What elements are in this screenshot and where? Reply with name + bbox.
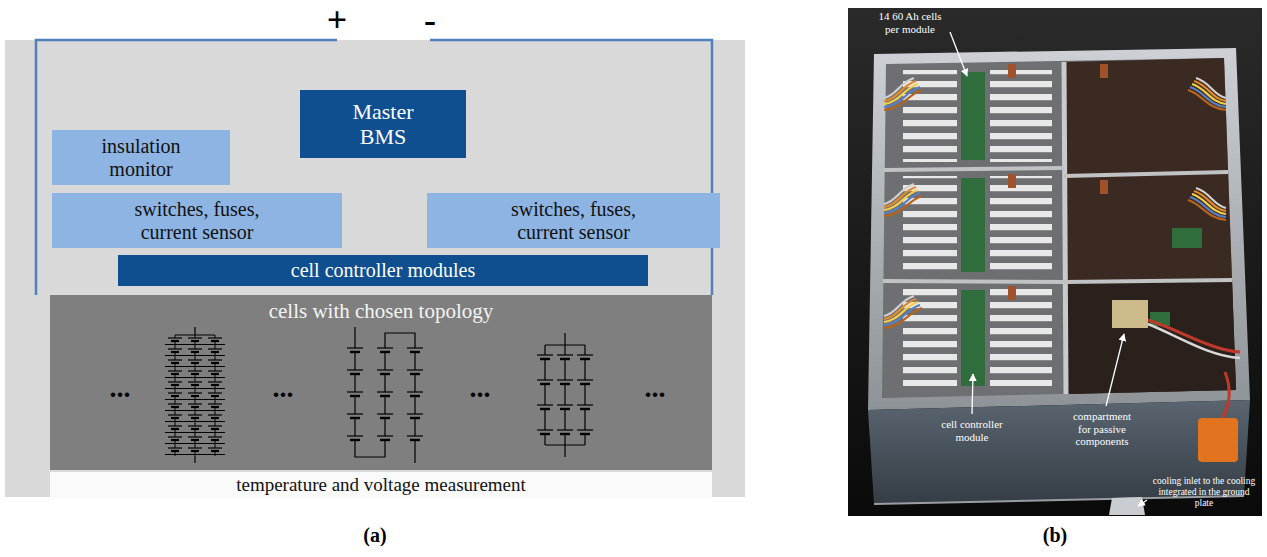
photo-annotation: cell controller module <box>930 418 1014 443</box>
box-label: Master BMS <box>333 99 433 150</box>
cell-block: cells with chosen topology <box>50 295 712 470</box>
cable-bundle <box>1188 78 1226 110</box>
passive-compartment <box>1066 280 1236 394</box>
controller-pcb <box>961 290 985 386</box>
ellipsis: ... <box>95 372 145 404</box>
battery-photo <box>848 8 1262 516</box>
cell-stack <box>990 70 1052 162</box>
wire <box>1148 324 1240 358</box>
ellipsis: ... <box>455 372 505 404</box>
panel-letter: (b) <box>1025 524 1085 547</box>
cell-stack <box>903 176 957 274</box>
box-label: cell controller modules <box>133 259 633 282</box>
leader-line <box>1138 500 1147 506</box>
ellipsis: ... <box>258 372 308 404</box>
photo-annotation: compartment for passive components <box>1066 410 1138 448</box>
cell-stack <box>990 288 1052 386</box>
wire <box>1148 320 1240 352</box>
master-bms-box: Master BMS <box>300 90 466 158</box>
divider-wall <box>1065 280 1232 282</box>
box-label: insulation monitor <box>76 135 206 181</box>
orange-connector <box>1198 418 1238 462</box>
cable-bundle <box>884 296 922 328</box>
divider-wall <box>1064 62 1066 394</box>
cell-stack <box>903 288 957 386</box>
cable-bundle <box>1188 188 1226 220</box>
terminal-sign: + <box>317 0 357 41</box>
switch-fuse-box: switches, fuses, current sensor <box>52 193 342 248</box>
ellipsis: ... <box>630 372 680 404</box>
terminal-post <box>1100 180 1108 194</box>
terminal-post <box>1008 286 1016 300</box>
box-label: switches, fuses, current sensor <box>112 198 282 244</box>
switch-fuse-box: switches, fuses, current sensor <box>427 193 720 248</box>
serpentine-strings <box>340 340 430 450</box>
insulation-monitor-box: insulation monitor <box>52 130 230 185</box>
box-label: temperature and voltage measurement <box>61 474 701 496</box>
wire <box>1222 372 1229 418</box>
cell-stack <box>990 176 1052 274</box>
terminal-post <box>1008 174 1016 188</box>
parallel-series-grid <box>165 335 225 456</box>
divider-wall <box>1064 172 1228 176</box>
string-links <box>355 327 415 463</box>
controller-pcb <box>961 72 985 160</box>
leader-line <box>972 374 973 414</box>
small-pcb <box>1172 228 1202 248</box>
housing-rim <box>868 48 1250 410</box>
cooling-inlet <box>1109 497 1145 515</box>
parallel-strings <box>535 345 595 445</box>
measurement-band: temperature and voltage measurement <box>50 472 712 498</box>
panel-letter: (a) <box>345 524 405 547</box>
box-label: switches, fuses, current sensor <box>489 198 659 244</box>
photo-annotation: cooling inlet to the cooling integrated … <box>1150 476 1258 509</box>
terminal-post <box>1008 64 1016 78</box>
photo-background <box>848 8 1262 516</box>
leader-line <box>950 32 967 76</box>
terminal-post <box>1100 64 1108 78</box>
system-panel <box>5 40 745 497</box>
leader-line <box>1106 334 1124 406</box>
box-label: cells with chosen topology <box>81 299 681 323</box>
cable-bundle <box>884 78 922 110</box>
housing-floor <box>882 58 1236 398</box>
terminal-sign: - <box>410 0 450 41</box>
passive-component <box>1112 300 1148 328</box>
ground-plate-edge <box>874 496 1244 504</box>
cell-controller-bar: cell controller modules <box>118 255 648 286</box>
photo-annotation: 14 60 Ah cells per module <box>874 10 946 35</box>
divider-wall <box>883 281 1065 282</box>
grid-leads <box>175 327 215 463</box>
cable-bundle <box>884 184 922 216</box>
controller-pcb <box>961 178 985 272</box>
divider-wall <box>884 168 1064 170</box>
string-bus <box>545 333 585 457</box>
